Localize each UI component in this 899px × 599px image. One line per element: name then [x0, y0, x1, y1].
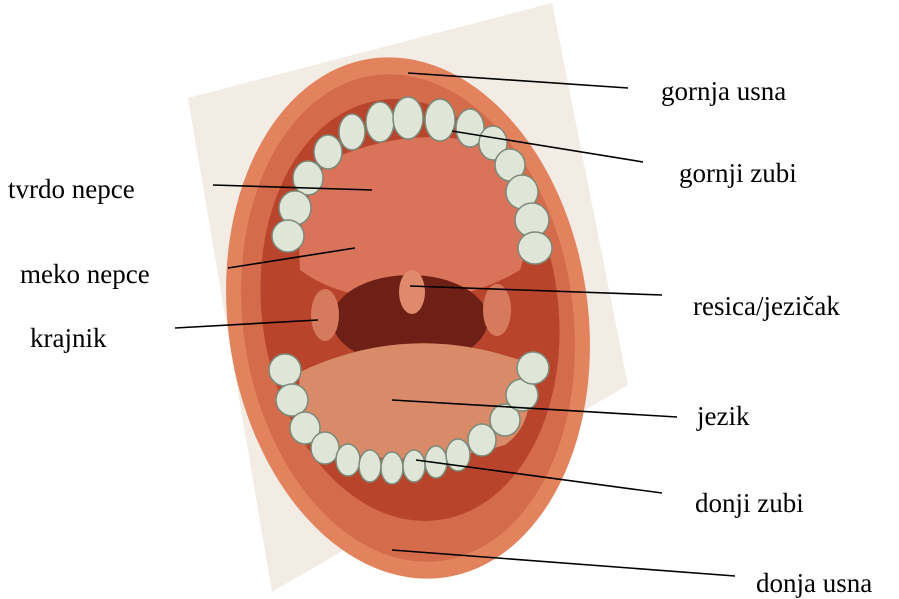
label-tonsil: krajnik: [30, 325, 106, 352]
tonsil-right: [483, 284, 511, 336]
label-soft-palate: meko nepce: [20, 261, 150, 288]
label-uvula: resica/jezičak: [693, 293, 840, 320]
label-upper-lip: gornja usna: [661, 78, 786, 105]
label-lower-lip: donja usna: [756, 570, 872, 597]
label-tongue: jezik: [697, 403, 749, 430]
label-lower-teeth: donji zubi: [695, 490, 804, 517]
tonsil-left: [311, 289, 339, 341]
label-upper-teeth: gornji zubi: [679, 160, 797, 187]
label-hard-palate: tvrdo nepce: [8, 176, 135, 203]
uvula: [399, 270, 425, 314]
